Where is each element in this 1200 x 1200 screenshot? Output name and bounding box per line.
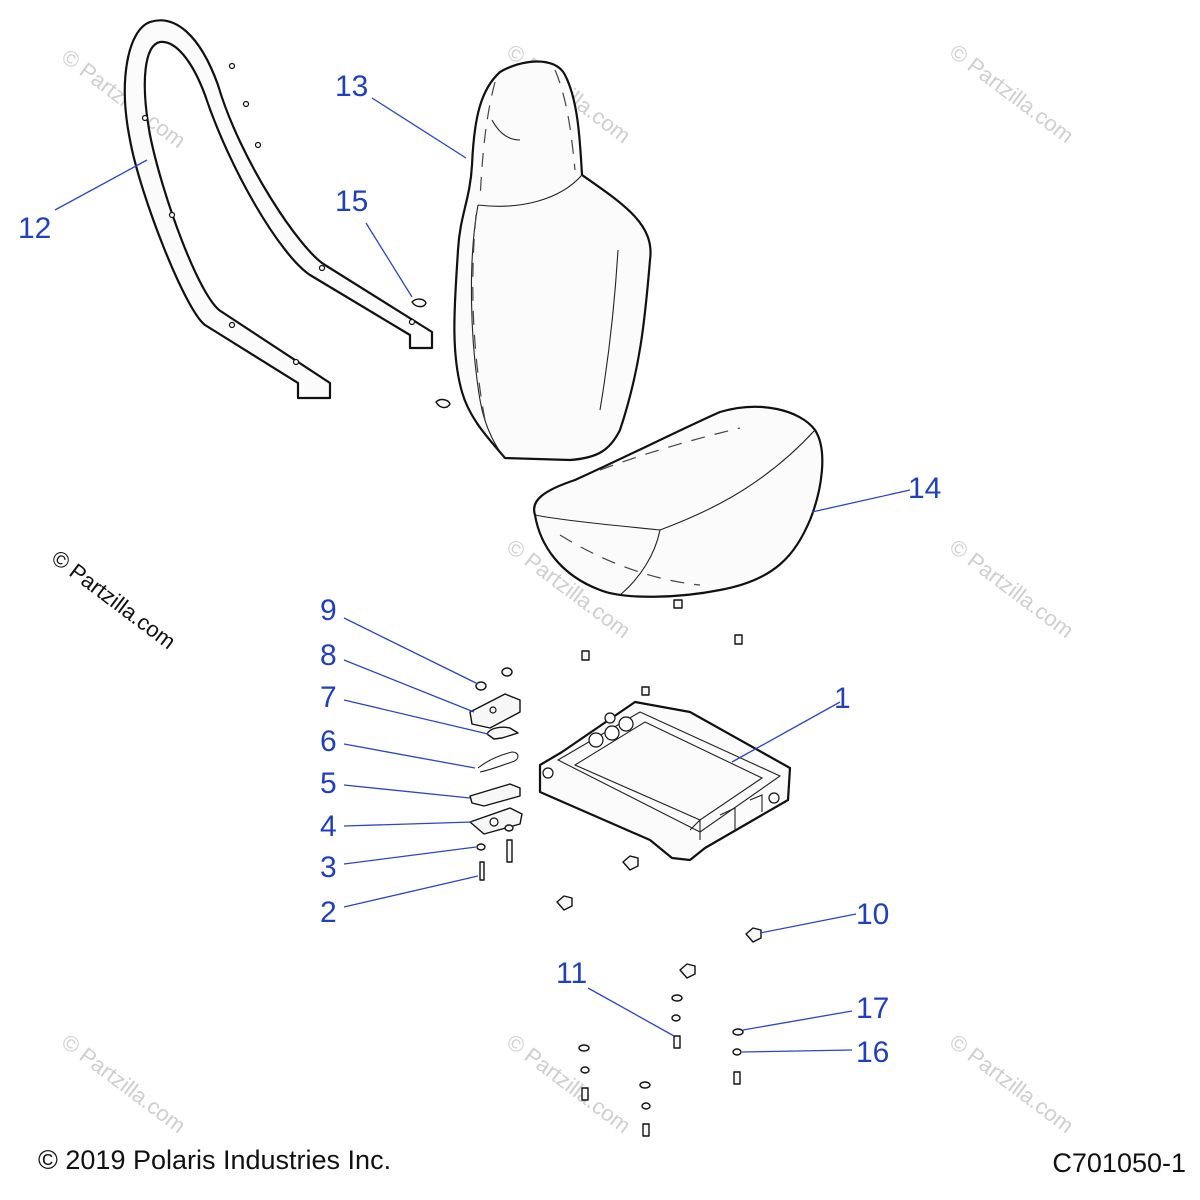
- watermark: © Partzilla.com: [945, 39, 1078, 148]
- nut-part-9: [475, 681, 487, 691]
- bolt-part-11: [673, 1035, 681, 1049]
- watermark: © Partzilla.com: [945, 1029, 1078, 1138]
- latch-assembly: [469, 667, 523, 881]
- bolt-part-2b: [506, 839, 513, 863]
- washer: [639, 1081, 651, 1089]
- seat-bottom-part-14: [532, 405, 824, 598]
- nut-part-10: [745, 927, 762, 943]
- drawing-code: C701050-1: [1052, 1148, 1186, 1178]
- callout-13: 13: [335, 70, 368, 103]
- washer-part-3b: [504, 824, 514, 832]
- washer: [580, 1066, 590, 1074]
- spring-clip-part-6: [477, 751, 519, 773]
- nut-part-10: [556, 895, 573, 911]
- callout-11: 11: [556, 957, 587, 990]
- callout-15: 15: [335, 185, 368, 218]
- nut-part-10: [679, 963, 696, 979]
- plate-part-5: [469, 783, 521, 807]
- callout-9: 9: [320, 594, 337, 627]
- bolt: [733, 1071, 741, 1085]
- hardware: [556, 599, 762, 1137]
- grab-bar-part-12: [123, 19, 434, 400]
- bolt-part-2: [479, 861, 485, 881]
- washer: [671, 994, 683, 1002]
- washer: [671, 1014, 681, 1022]
- washer-part-17: [732, 1028, 744, 1036]
- watermark: © Partzilla.com: [57, 44, 190, 153]
- washer: [641, 1102, 651, 1110]
- callout-2: 2: [320, 896, 337, 929]
- clip-part-15: [411, 298, 451, 409]
- watermark: © Partzilla.com: [945, 534, 1078, 643]
- stud: [581, 650, 590, 661]
- stud: [734, 634, 743, 645]
- callout-5: 5: [320, 767, 337, 800]
- callout-14: 14: [908, 472, 941, 505]
- callout-1: 1: [834, 682, 851, 715]
- callout-8: 8: [320, 639, 337, 672]
- copyright-notice: © 2019 Polaris Industries Inc.: [38, 1145, 392, 1175]
- nut-part-10: [622, 855, 639, 871]
- callout-3: 3: [320, 851, 337, 884]
- bolt: [642, 1123, 650, 1137]
- watermark: © Partzilla.com: [57, 1029, 190, 1138]
- leader-lines: [54, 97, 911, 1053]
- callouts: 1 2 3 4 5 6 7 8 9 10 11 12 13 14 15 16 1…: [18, 70, 941, 1069]
- callout-6: 6: [320, 725, 337, 758]
- nut-part-9b: [501, 667, 513, 677]
- stud: [641, 686, 650, 696]
- seat-base-part-1: [538, 700, 792, 862]
- washer: [578, 1044, 590, 1052]
- callout-10: 10: [856, 898, 889, 931]
- bolt: [581, 1087, 589, 1101]
- callout-4: 4: [320, 810, 337, 843]
- lever-part-7: [486, 726, 519, 740]
- callout-16: 16: [856, 1036, 889, 1069]
- watermark: © Partzilla.com: [502, 1029, 635, 1138]
- seat-back-part-13: [453, 60, 652, 462]
- callout-12: 12: [18, 212, 51, 245]
- callout-7: 7: [320, 681, 337, 714]
- washer-part-3: [476, 843, 486, 851]
- washer-part-16: [732, 1048, 742, 1056]
- stud: [673, 599, 683, 609]
- callout-17: 17: [856, 992, 889, 1025]
